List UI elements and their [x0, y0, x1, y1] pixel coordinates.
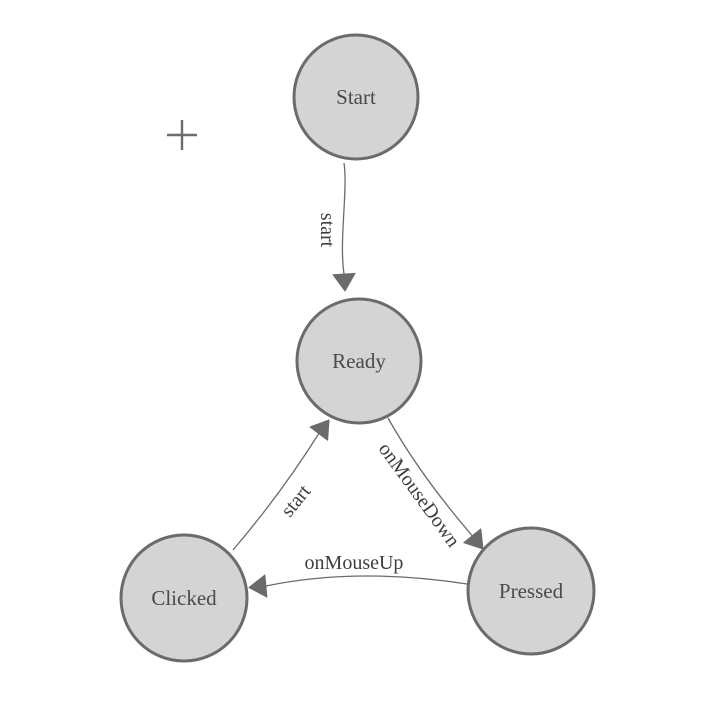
node-clicked-label: Clicked — [151, 586, 217, 610]
edge-start-to-ready[interactable]: start — [316, 162, 356, 292]
node-start[interactable]: Start — [292, 33, 420, 161]
node-ready-circle[interactable] — [295, 297, 423, 425]
edge-pressed-to-clicked[interactable]: onMouseUp — [248, 552, 468, 598]
arrowhead-icon — [309, 419, 330, 441]
node-ready-label: Ready — [332, 349, 386, 373]
node-pressed[interactable]: Pressed — [466, 526, 596, 656]
plus-crosshair-icon — [167, 120, 197, 150]
node-clicked-circle[interactable] — [119, 533, 249, 663]
edge-ready-to-pressed-label: onMouseDown — [374, 439, 464, 552]
node-pressed-circle[interactable] — [466, 526, 596, 656]
node-start-circle[interactable] — [292, 33, 420, 161]
edge-ready-to-pressed[interactable]: onMouseDown — [374, 417, 484, 552]
edge-clicked-to-ready[interactable]: start — [232, 419, 330, 551]
node-pressed-label: Pressed — [499, 579, 564, 603]
arrowhead-icon — [332, 272, 356, 292]
node-clicked[interactable]: Clicked — [119, 533, 249, 663]
node-ready[interactable]: Ready — [295, 297, 423, 425]
node-start-label: Start — [336, 85, 376, 109]
arrowhead-icon — [463, 528, 484, 550]
edge-start-to-ready-label: start — [316, 213, 338, 248]
edge-ready-to-pressed-path[interactable] — [387, 417, 473, 537]
edge-pressed-to-clicked-label: onMouseUp — [305, 552, 404, 574]
edge-start-to-ready-path[interactable] — [341, 162, 346, 275]
edge-clicked-to-ready-path[interactable] — [232, 433, 320, 551]
edge-pressed-to-clicked-path[interactable] — [265, 575, 468, 587]
arrowhead-icon — [248, 574, 268, 598]
